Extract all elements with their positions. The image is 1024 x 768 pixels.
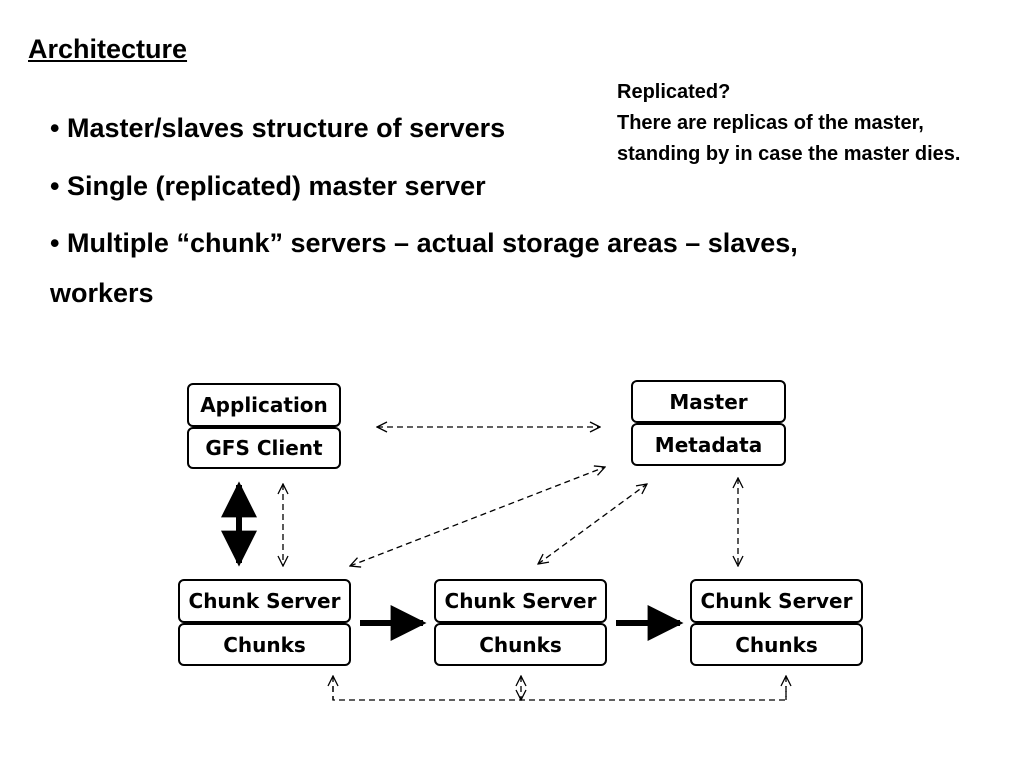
chunk-server-box: Chunk Server: [690, 579, 863, 623]
gfs-client-box: GFS Client: [187, 427, 341, 469]
master-chunkserver2-arrow: [538, 484, 647, 564]
master-chunkserver1-arrow: [350, 467, 605, 566]
note-line: Replicated?: [617, 81, 731, 103]
chunks-box: Chunks: [178, 623, 351, 666]
chunk-server-box: Chunk Server: [434, 579, 607, 623]
bullet-item: • Master/slaves structure of servers: [50, 113, 506, 143]
metadata-box: Metadata: [631, 423, 786, 466]
chunks-box: Chunks: [434, 623, 607, 666]
master-box: Master: [631, 380, 786, 423]
bullet-item-continuation: workers: [50, 278, 154, 308]
chunk-server-box: Chunk Server: [178, 579, 351, 623]
application-box: Application: [187, 383, 341, 427]
replication-note: Replicated? There are replicas of the ma…: [617, 77, 1017, 170]
note-line: There are replicas of the master,: [617, 112, 924, 134]
slide-title: Architecture: [28, 34, 188, 64]
bullet-item: • Single (replicated) master server: [50, 171, 486, 201]
bullet-item: • Multiple “chunk” servers – actual stor…: [50, 228, 798, 258]
chunks-box: Chunks: [690, 623, 863, 666]
note-line: standing by in case the master dies.: [617, 143, 961, 165]
chunkserver-sync-line: [332, 686, 787, 701]
